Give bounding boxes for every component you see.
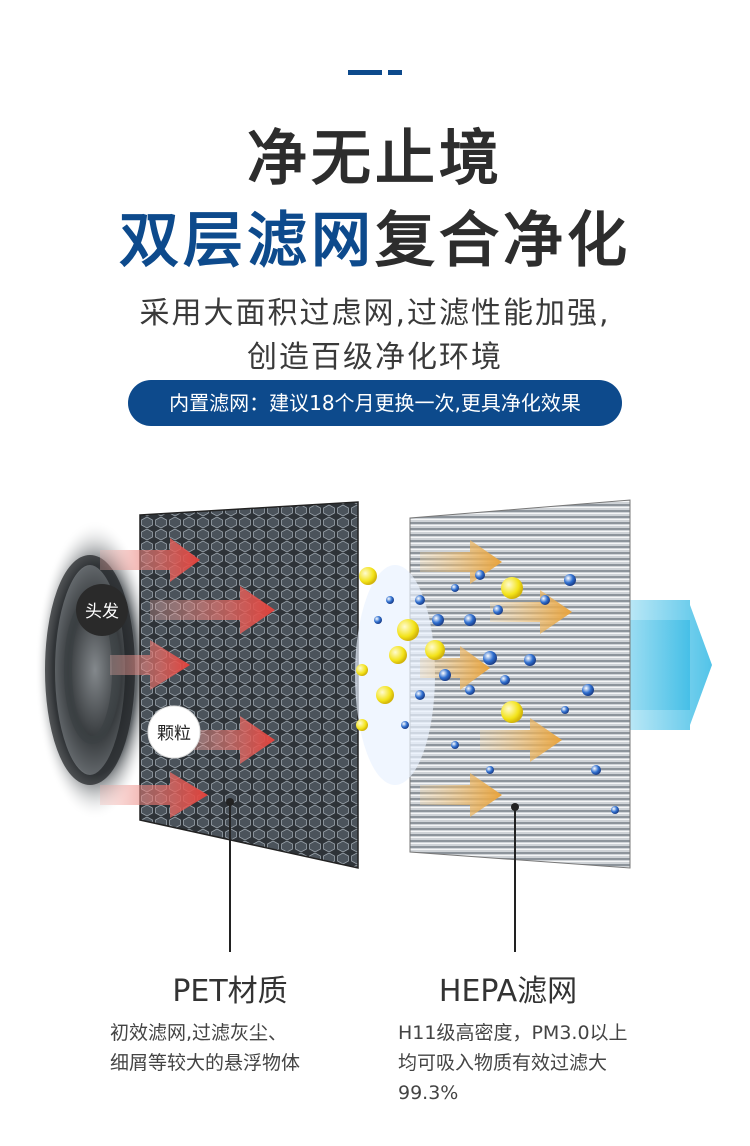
hair-tag-bg [76, 584, 128, 636]
heading-rest: 复合净化 [375, 206, 631, 276]
particle-tag-bg [147, 705, 201, 759]
hepa-filter-description: H11级高密度，PM3.0以上 均可吸入物质有效过滤大 99.3% [398, 1018, 648, 1108]
pet-filter-description: 初效滤网,过滤灰尘、 细屑等较大的悬浮物体 [110, 1018, 360, 1078]
replacement-badge: 内置滤网：建议18个月更换一次,更具净化效果 [128, 380, 622, 426]
hepa-desc-line: 99.3% [398, 1082, 459, 1104]
hepa-filter-title: HEPA滤网 [438, 974, 578, 1009]
pet-desc-line: 细屑等较大的悬浮物体 [110, 1052, 301, 1074]
hair-tag: 头发 [85, 602, 119, 622]
pet-filter-panel [139, 501, 359, 869]
dust-particles [356, 567, 619, 814]
description-line-1: 采用大面积过虑网,过滤性能加强, [139, 296, 611, 331]
filter-illustration: 头发 颗粒 [35, 499, 712, 952]
title-decoration [348, 70, 402, 75]
pet-filter-title: PET材质 [172, 974, 288, 1009]
heading-highlight: 双层滤网 [119, 206, 375, 276]
hepa-desc-line: H11级高密度，PM3.0以上 [398, 1022, 628, 1044]
page-title: 净无止境 [247, 124, 503, 194]
orange-airflow-arrows [420, 540, 572, 817]
description-line-2: 创造百级净化环境 [247, 340, 503, 375]
particle-tag: 颗粒 [157, 724, 191, 744]
hepa-desc-line: 均可吸入物质有效过滤大 [398, 1052, 608, 1074]
red-airflow-arrows [100, 538, 275, 818]
pet-desc-line: 初效滤网,过滤灰尘、 [110, 1022, 288, 1044]
page-subtitle-heading: 双层滤网复合净化 [0, 192, 750, 279]
